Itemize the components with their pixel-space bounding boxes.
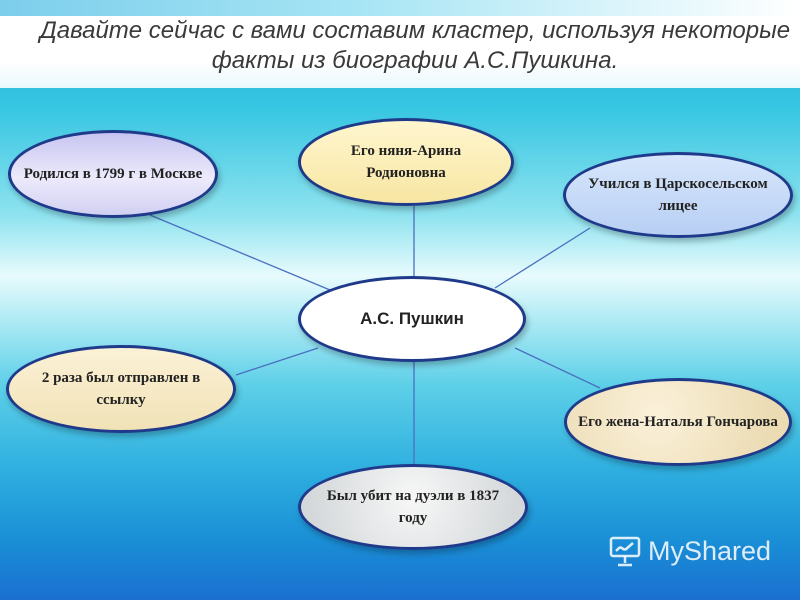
node-wife: Его жена-Наталья Гончарова [564,378,792,466]
node-lyceum-text: Учился в Царскосельском лицее [588,176,768,214]
node-center-text: А.С. Пушкин [360,309,464,328]
title-accent-strip [0,0,800,16]
node-wife-text: Его жена-Наталья Гончарова [578,414,778,430]
node-exile: 2 раза был отправлен в ссылку [6,345,236,433]
node-nanny: Его няня-Арина Родионовна [298,118,514,206]
link-lyceum [494,227,591,289]
node-exile-text: 2 раза был отправлен в ссылку [41,370,201,408]
node-lyceum: Учился в Царскосельском лицее [563,152,793,238]
link-exile [235,347,319,376]
presentation-board-icon [609,536,641,567]
watermark: MyShared [608,534,771,568]
node-born: Родился в 1799 г в Москве [8,130,218,218]
node-duel-text: Был убит на дуэли в 1837 году [326,488,500,526]
link-born [149,214,331,291]
link-wife [514,347,601,389]
node-nanny-text: Его няня-Арина Родионовна [350,143,462,181]
watermark-text: MyShared [648,535,772,566]
node-born-text: Родился в 1799 г в Москве [23,166,203,182]
node-duel: Был убит на дуэли в 1837 году [298,464,528,550]
node-center: А.С. Пушкин [298,276,526,362]
title-bar: Давайте сейчас с вами составим кластер, … [0,0,800,88]
slide-title: Давайте сейчас с вами составим кластер, … [39,17,791,74]
